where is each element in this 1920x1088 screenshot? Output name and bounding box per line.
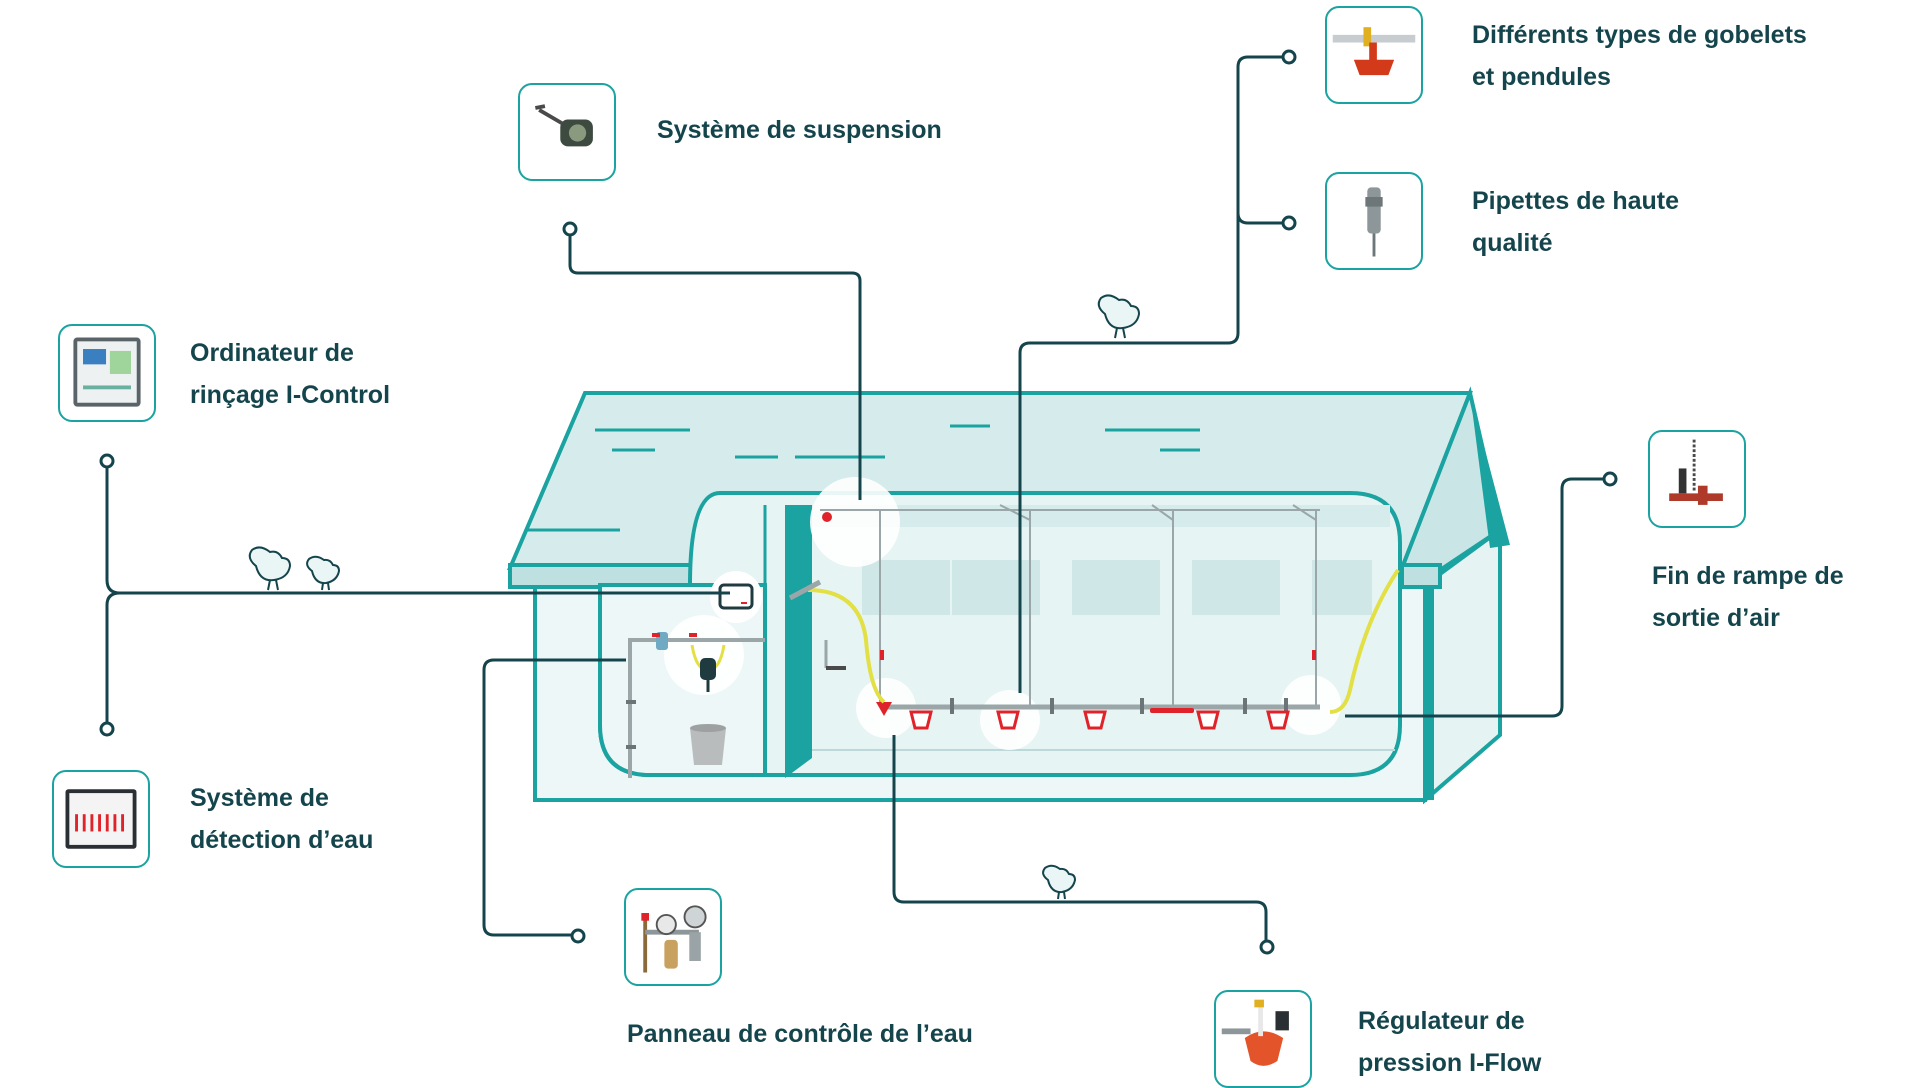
- label-line: sortie d’air: [1652, 604, 1780, 632]
- control-computer-icon: [58, 324, 156, 422]
- water-control-panel-icon: [624, 888, 722, 986]
- label-line: Ordinateur de: [190, 339, 354, 367]
- air-vent-end-icon: [1648, 430, 1746, 528]
- label-line: Pipettes de haute: [1472, 187, 1679, 215]
- nipple-drinker-icon: [1325, 172, 1423, 270]
- label-line: et pendules: [1472, 63, 1611, 91]
- air-vent-label: Fin de rampe de sortie d’air: [1652, 555, 1844, 639]
- water-detection-label: Système de détection d’eau: [190, 777, 373, 861]
- label-line: rinçage I-Control: [190, 381, 391, 409]
- label-line: Système de: [190, 784, 329, 812]
- label-line: Fin de rampe de: [1652, 562, 1844, 590]
- water-detection-panel-icon: [52, 770, 150, 868]
- label-line: détection d’eau: [190, 826, 374, 854]
- drinker-cups-icon: [1325, 6, 1423, 104]
- water-panel-label: Panneau de contrôle de l’eau: [627, 1013, 973, 1055]
- winch-icon: [518, 83, 616, 181]
- connector-lines: [105, 55, 1608, 945]
- label-line: pression I-Flow: [1358, 1049, 1542, 1077]
- label-line: Régulateur de: [1358, 1007, 1525, 1035]
- suspension-label: Système de suspension: [657, 109, 942, 151]
- water-line-system: [626, 477, 1400, 778]
- label-line: Différents types de gobelets: [1472, 21, 1807, 49]
- flush-computer-label: Ordinateur de rinçage I-Control: [190, 332, 390, 416]
- nipples-label: Pipettes de haute qualité: [1472, 180, 1679, 264]
- pressure-regulator-icon: [1214, 990, 1312, 1088]
- label-line: Panneau de contrôle de l’eau: [627, 1020, 973, 1048]
- cups-label: Différents types de gobelets et pendules: [1472, 14, 1807, 98]
- turkey-icons: [248, 294, 1141, 900]
- connector-endpoints: [99, 49, 1618, 955]
- label-line: Système de suspension: [657, 116, 942, 144]
- pressure-regulator-label: Régulateur de pression I-Flow: [1358, 1000, 1541, 1084]
- label-line: qualité: [1472, 229, 1553, 257]
